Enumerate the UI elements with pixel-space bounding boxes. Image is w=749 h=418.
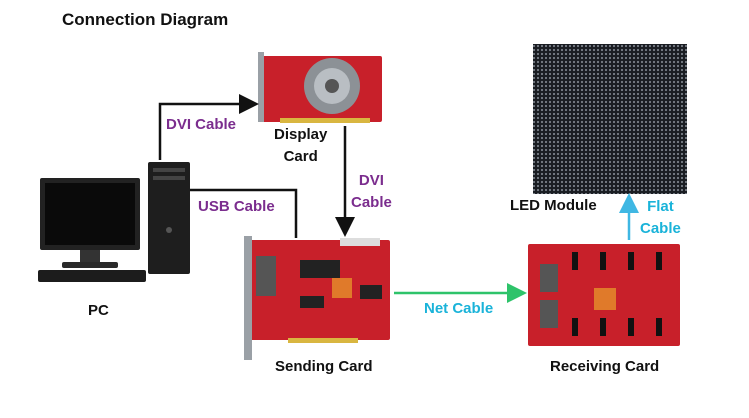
flat-cable-label: Flat Cable [640,196,681,240]
net-cable-label: Net Cable [424,300,494,317]
display-card-label: Display Card [274,124,327,168]
diagram-title: Connection Diagram [62,10,229,29]
usb-cable-connector [190,188,298,238]
pc-label: PC [88,302,109,319]
dvi-cable-down-label: DVI Cable [351,170,392,214]
display-card-image [258,52,382,123]
dvi-cable-down-label-line1: DVI [358,172,384,189]
receiving-card-label: Receiving Card [550,358,660,375]
usb-cable-label: USB Cable [198,198,275,215]
dvi-cable-top-label: DVI Cable [166,116,237,133]
flat-cable-label-line2: Cable [640,220,681,237]
display-card-label-line2: Card [283,148,318,165]
led-module-label: LED Module [510,197,597,214]
led-module-image [533,44,687,194]
sending-card-image [244,236,390,360]
display-card-label-line1: Display [274,126,328,143]
sending-card-label: Sending Card [275,358,373,375]
dvi-cable-top-connector [158,94,259,160]
receiving-card-image [528,244,680,346]
pc-image [38,162,190,282]
dvi-cable-down-label-line2: Cable [351,194,392,211]
flat-cable-label-line1: Flat [647,198,674,215]
